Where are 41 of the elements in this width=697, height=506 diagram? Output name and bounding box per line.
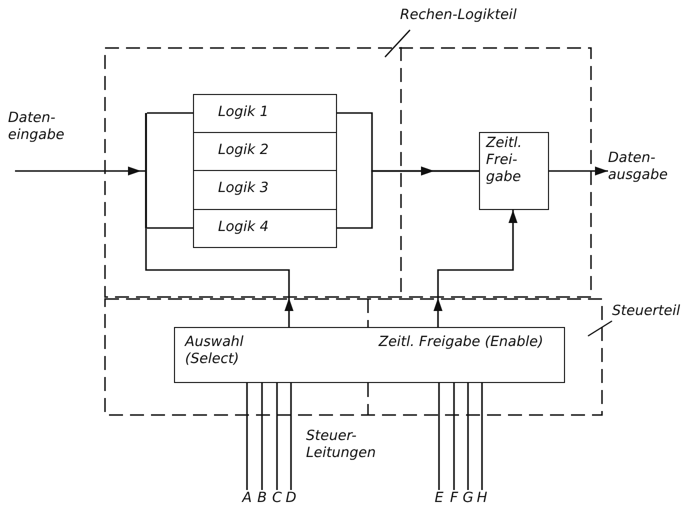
box-label: Zeitl. Frei- gabe bbox=[486, 135, 522, 186]
line-letter: E bbox=[432, 490, 446, 506]
connector-line bbox=[290, 383, 292, 490]
box-label: Zeitl. Freigabe (Enable) bbox=[377, 334, 544, 351]
logic-box bbox=[193, 170, 337, 210]
signal-label: Daten- eingabe bbox=[8, 110, 64, 144]
box-label: Logik 2 bbox=[218, 142, 269, 159]
line-letter: F bbox=[447, 490, 461, 506]
control-box bbox=[174, 327, 565, 383]
box-label: Auswahl (Select) bbox=[185, 334, 244, 368]
region-heading: Rechen-Logikteil bbox=[400, 7, 517, 24]
box-label: Logik 1 bbox=[218, 104, 269, 121]
arrow bbox=[434, 210, 518, 327]
connector-line bbox=[246, 383, 248, 490]
signal-label: Steuer- Leitungen bbox=[306, 428, 376, 462]
connector-line bbox=[261, 383, 263, 490]
connector-line bbox=[276, 383, 278, 490]
connector-line bbox=[438, 383, 440, 490]
logic-box bbox=[193, 132, 337, 171]
connector-line bbox=[467, 383, 469, 490]
arrow bbox=[337, 166, 479, 229]
connector-line bbox=[147, 227, 193, 229]
logic-box bbox=[193, 94, 337, 133]
connector-line bbox=[453, 383, 455, 490]
arrow bbox=[145, 228, 294, 327]
line-letter: D bbox=[284, 490, 298, 506]
line-letter: B bbox=[255, 490, 269, 506]
line-letter: H bbox=[475, 490, 489, 506]
line-letter: C bbox=[270, 490, 284, 506]
enable-box bbox=[479, 132, 549, 210]
logic-box bbox=[193, 209, 337, 248]
connector-line bbox=[481, 383, 483, 490]
line-letter: G bbox=[461, 490, 475, 506]
line-letter: A bbox=[240, 490, 254, 506]
arrow bbox=[549, 166, 608, 176]
connector-line bbox=[147, 112, 193, 114]
signal-label: Daten- ausgabe bbox=[608, 150, 668, 184]
box-label: Logik 3 bbox=[218, 180, 269, 197]
arrow bbox=[15, 166, 145, 176]
box-label: Logik 4 bbox=[218, 219, 269, 236]
region-heading: Steuerteil bbox=[612, 303, 680, 320]
